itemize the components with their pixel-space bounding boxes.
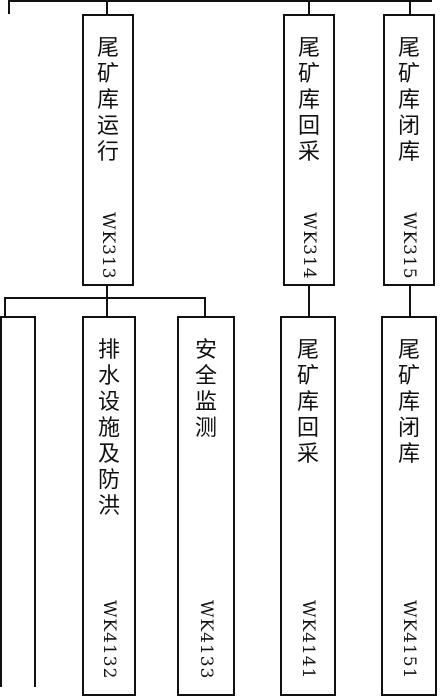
node-wk314: 尾矿库回采 WK314 <box>283 14 335 286</box>
wk315-to-wk4151-connector <box>409 284 411 317</box>
node-wk313-code: WK313 <box>98 212 118 280</box>
node-wk315: 尾矿库闭库 WK315 <box>383 14 435 286</box>
mid-horizontal-connector <box>4 297 206 299</box>
connector-to-wk315 <box>409 0 411 14</box>
node-wk4133: 安全监测 WK4133 <box>177 316 235 696</box>
node-wk4151-label: 尾矿库闭库 <box>397 338 420 467</box>
left-partial-box-left-edge <box>0 316 2 687</box>
node-wk4141: 尾矿库回采 WK4141 <box>280 316 336 696</box>
node-wk4151: 尾矿库闭库 WK4151 <box>381 316 437 696</box>
node-wk4132: 排水设施及防洪 WK4132 <box>82 316 136 696</box>
node-wk315-code: WK315 <box>399 212 419 280</box>
left-partial-box-top-edge <box>0 316 36 318</box>
connector-to-wk313 <box>106 0 108 14</box>
node-wk4151-code: WK4151 <box>399 600 419 680</box>
node-wk314-code: WK314 <box>299 212 319 280</box>
connector-to-left-branch <box>4 297 6 317</box>
node-wk4133-label: 安全监测 <box>194 338 217 441</box>
wk313-down-connector <box>106 284 108 298</box>
node-wk4141-label: 尾矿库回采 <box>296 338 319 467</box>
wk314-to-wk4141-connector <box>308 284 310 317</box>
node-wk4132-label: 排水设施及防洪 <box>97 338 120 519</box>
node-wk4133-code: WK4133 <box>196 600 216 680</box>
node-wk313-label: 尾矿库运行 <box>96 36 119 165</box>
left-partial-box-right-edge <box>34 316 36 687</box>
node-wk4141-code: WK4141 <box>298 600 318 680</box>
node-wk4132-code: WK4132 <box>99 600 119 680</box>
top-horizontal-connector <box>8 0 432 2</box>
connector-to-wk4133 <box>204 297 206 317</box>
connector-to-wk4132 <box>106 297 108 317</box>
node-wk315-label: 尾矿库闭库 <box>397 36 420 165</box>
connector-to-wk314 <box>308 0 310 14</box>
node-wk314-label: 尾矿库回采 <box>297 36 320 165</box>
node-wk313: 尾矿库运行 WK313 <box>82 14 134 286</box>
left-edge-connector <box>8 0 10 14</box>
